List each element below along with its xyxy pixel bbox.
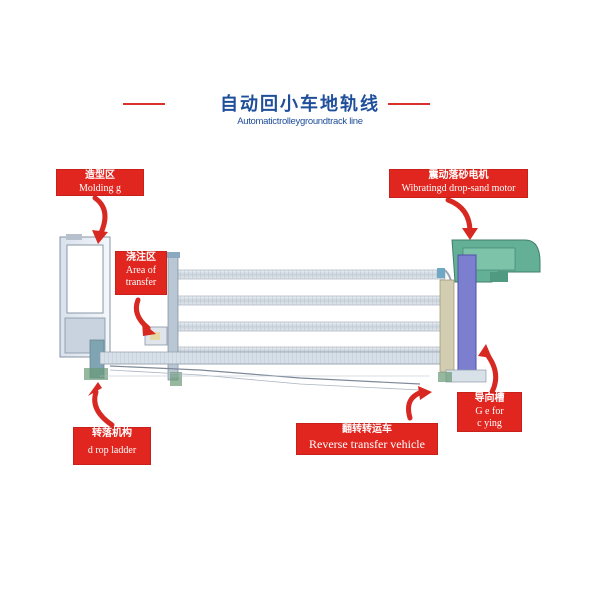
label-vibrating: 震动落砂电机 Wibratingd drop-sand motor xyxy=(390,170,527,197)
arrow-drop-ladder xyxy=(88,382,115,428)
transfer-column xyxy=(144,252,182,386)
label-transfer: 浇注区 Area of transfer xyxy=(116,252,166,294)
label-groove: 导向槽 G e for c ying xyxy=(458,393,521,431)
arrow-groove xyxy=(478,344,499,395)
title-right-line xyxy=(388,103,430,105)
storage-rails xyxy=(169,269,452,356)
diagram-title: 自动回小车地轨线 xyxy=(220,94,380,115)
label-reverse: 翻转转运车 Reverse transfer vehicle xyxy=(297,424,437,454)
arrow-reverse xyxy=(406,386,432,421)
lower-conveyor xyxy=(99,351,446,391)
title-left-line xyxy=(123,103,165,105)
diagram-subtitle: Automatictrolleygroundtrack line xyxy=(237,116,363,127)
arrow-molding xyxy=(92,195,108,244)
guide-groove xyxy=(438,254,487,383)
label-molding: 造型区 Molding g xyxy=(57,170,143,195)
arrow-transfer xyxy=(133,297,156,336)
label-drop-ladder: 转落机构 d rop ladder xyxy=(74,428,150,464)
arrow-vibrating xyxy=(445,197,478,240)
molding-machine xyxy=(59,234,111,380)
